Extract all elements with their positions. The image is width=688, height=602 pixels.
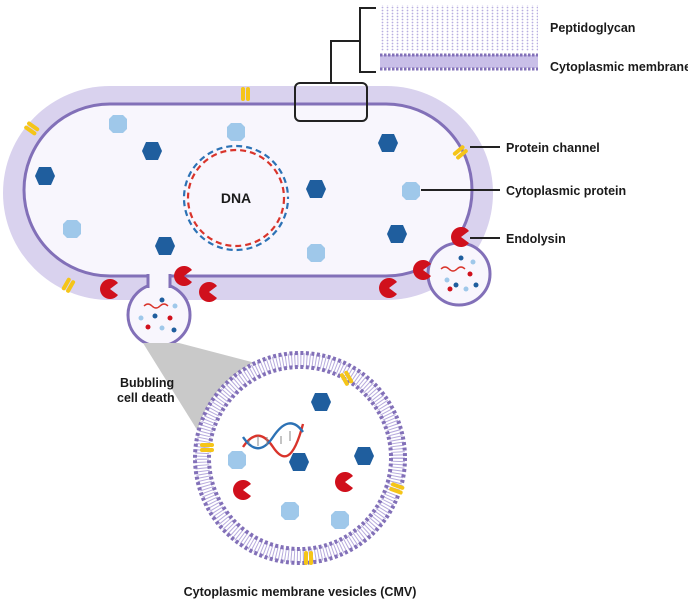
vesicle-right-contents: [440, 255, 479, 292]
cytoplasmic-protein-label: Cytoplasmic protein: [506, 184, 626, 198]
cytoplasmic-membrane-label: Cytoplasmic membrane: [550, 60, 688, 74]
protein-dark: [311, 393, 331, 411]
protein-dark: [289, 453, 309, 471]
protein-dark: [354, 447, 374, 465]
peptidoglycan-layer: [380, 5, 538, 51]
vesicle-bottom-contents: [138, 297, 178, 333]
protein-light: [331, 511, 349, 529]
protein-light: [307, 244, 325, 262]
protein-dark: [35, 167, 55, 185]
protein-light: [63, 220, 81, 238]
protein-light: [227, 123, 245, 141]
zoom-wedge: [143, 343, 282, 433]
protein-dark: [142, 142, 162, 160]
endolysin-label: Endolysin: [506, 232, 566, 246]
zoom-bracket: [330, 7, 376, 83]
protein-light: [402, 182, 420, 200]
cmv-label: Cytoplasmic membrane vesicles (CMV): [184, 585, 417, 599]
protein-light: [281, 502, 299, 520]
dna-helix: [242, 422, 305, 458]
vesicle-bottom: [126, 282, 192, 348]
bubbling-label-line1: Bubbling: [120, 376, 174, 390]
protein-dark: [378, 134, 398, 152]
protein-dark: [155, 237, 175, 255]
protein-dark: [306, 180, 326, 198]
protein-dark: [387, 225, 407, 243]
protein-light: [228, 451, 246, 469]
vesicle-right: [426, 241, 492, 307]
membrane-inset: [380, 53, 538, 71]
dna-label: DNA: [221, 190, 251, 206]
dna-ring: [182, 144, 290, 252]
peptidoglycan-label: Peptidoglycan: [550, 21, 635, 35]
protein-channel-label: Protein channel: [506, 141, 600, 155]
protein-light: [109, 115, 127, 133]
bubbling-label-line2: cell death: [117, 391, 175, 405]
